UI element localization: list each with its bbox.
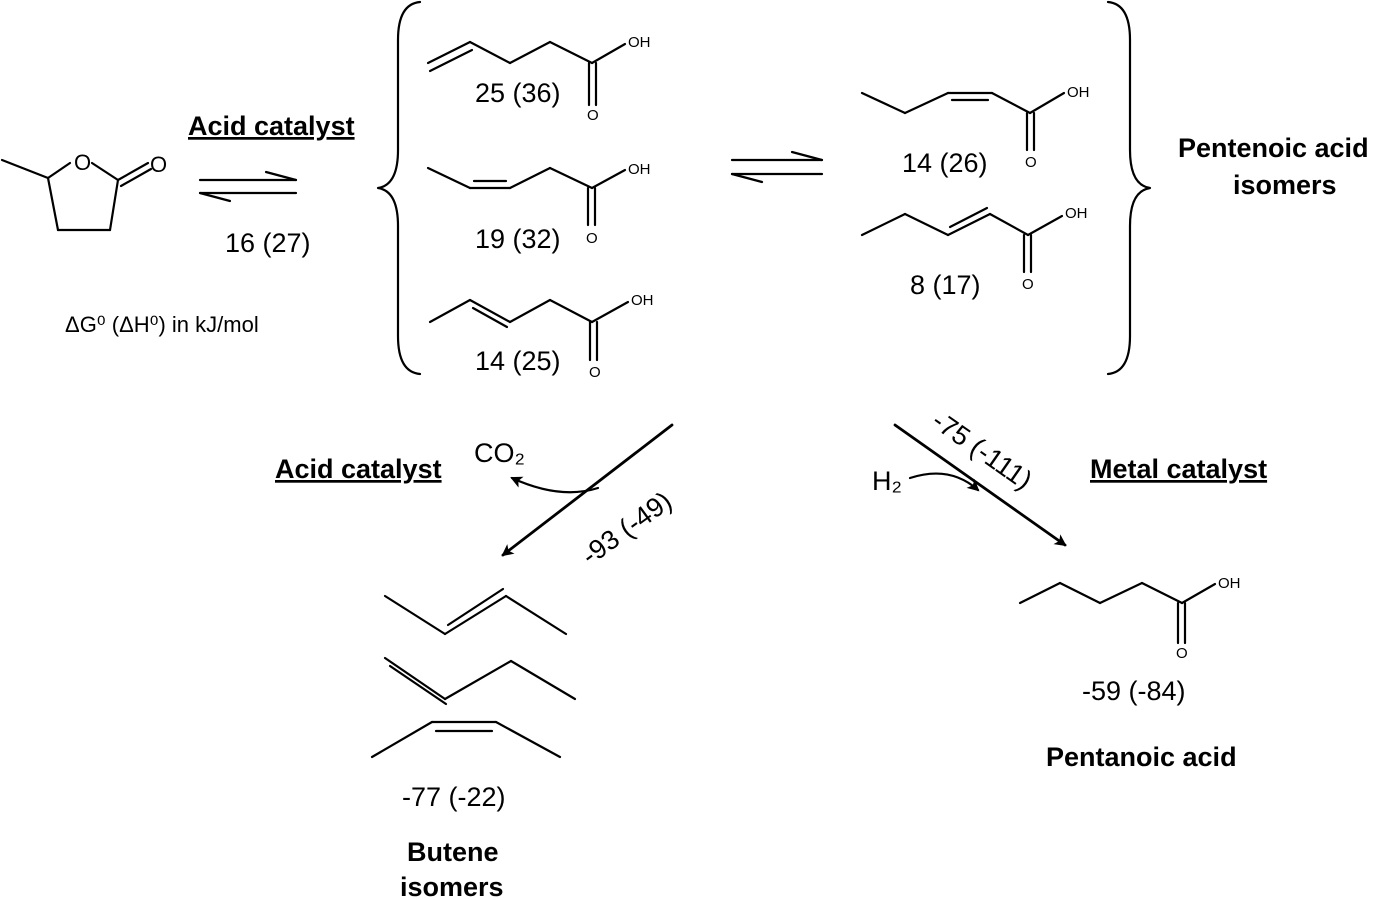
hydroxyl-label-pentanoic: OH <box>1218 575 1241 592</box>
carbonyl-oxygen-label: O <box>150 152 167 177</box>
right-brace <box>1106 0 1152 376</box>
hydroxyl-label-c: OH <box>631 292 654 309</box>
oxo-label-b: O <box>586 230 598 247</box>
acid-catalyst-label-top: Acid catalyst <box>188 111 355 141</box>
oxo-label-pentanoic: O <box>1176 645 1188 662</box>
energy-butene: -77 (-22) <box>402 782 506 812</box>
oxo-label-c: O <box>589 364 601 381</box>
hydroxyl-label-b: OH <box>628 161 651 178</box>
ring-oxygen-label: O <box>74 150 91 175</box>
energy-isomer-e: 8 (17) <box>910 270 981 300</box>
pentanoic-label: Pentanoic acid <box>1046 742 1237 772</box>
pentenoic-isomer-e-structure: OH O <box>860 205 1088 293</box>
metal-catalyst-label: Metal catalyst <box>1090 454 1267 484</box>
pentanoic-acid-structure: OH O <box>1018 575 1241 662</box>
acid-catalyst-label-bottom: Acid catalyst <box>275 454 442 484</box>
energy-decarboxylation: -93 (-49) <box>576 486 677 571</box>
energy-isomer-a: 25 (36) <box>475 78 561 108</box>
pentenoic-group-label-2: isomers <box>1233 170 1337 200</box>
h2-label: H₂ <box>872 466 902 496</box>
energy-gvl-to-pentenoic: 16 (27) <box>225 228 311 258</box>
hydroxyl-label-d: OH <box>1067 84 1090 101</box>
energy-isomer-b: 19 (32) <box>475 224 561 254</box>
pentenoic-isomer-c-structure: OH O <box>428 292 654 381</box>
pentenoic-group-label-1: Pentenoic acid <box>1178 133 1369 163</box>
pentenoic-isomer-d-structure: OH O <box>860 84 1090 171</box>
energy-isomer-c: 14 (25) <box>475 346 561 376</box>
pentenoic-isomer-b-structure: OH O <box>426 161 651 247</box>
hydrogenation-arrow <box>893 423 1067 547</box>
butene-group-label-1: Butene <box>407 837 499 867</box>
co2-label: CO₂ <box>474 438 525 468</box>
hydroxyl-label-e: OH <box>1065 205 1088 222</box>
oxo-label-e: O <box>1022 276 1034 293</box>
energy-hydrogenation: -75 (-111) <box>927 405 1038 495</box>
pentenoic-isomer-a-structure: OH O <box>426 34 651 124</box>
hydroxyl-label-a: OH <box>628 34 651 51</box>
energy-isomer-d: 14 (26) <box>902 148 988 178</box>
equilibrium-arrow-1 <box>198 170 298 203</box>
energy-pentanoic: -59 (-84) <box>1082 676 1186 706</box>
butene-isomers-structures <box>370 587 577 759</box>
thermo-note: ΔG⁰ (ΔH⁰) in kJ/mol <box>65 312 259 337</box>
left-brace <box>376 0 422 376</box>
decarboxylation-arrow <box>501 423 674 557</box>
oxo-label-a: O <box>587 107 599 124</box>
butene-group-label-2: isomers <box>400 872 504 900</box>
oxo-label-d: O <box>1025 154 1037 171</box>
equilibrium-arrow-2 <box>730 150 824 184</box>
gamma-valerolactone-structure: O O <box>0 150 167 232</box>
